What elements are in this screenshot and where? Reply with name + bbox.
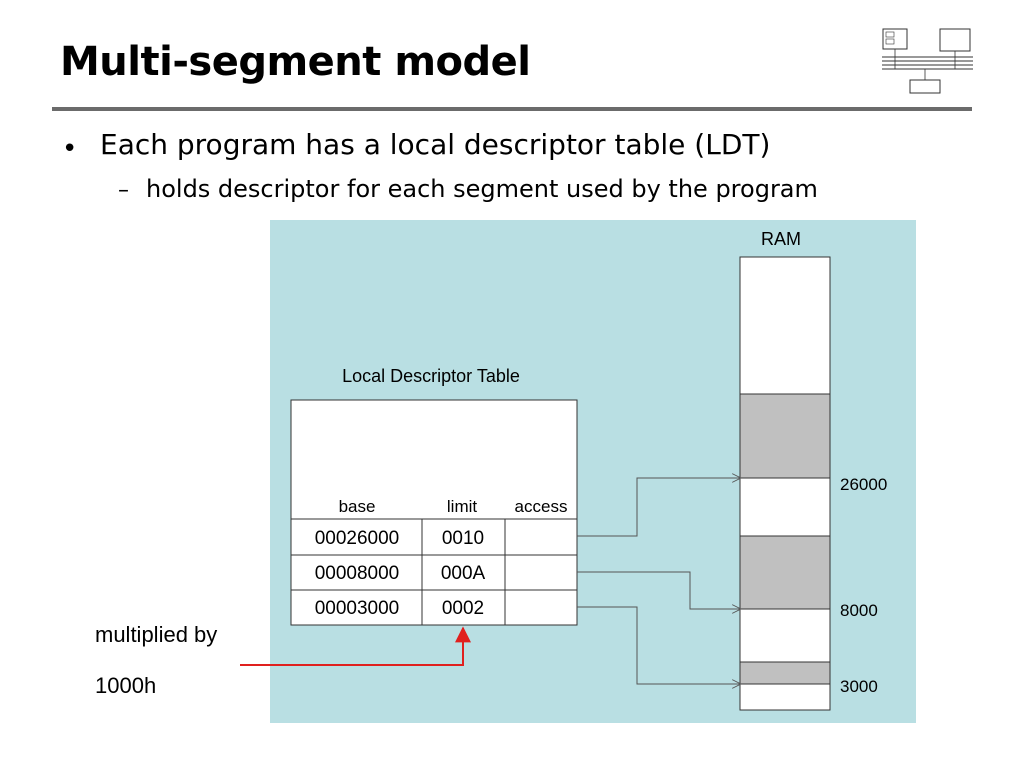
address-label-3000: 3000	[840, 677, 878, 696]
address-label-26000: 26000	[840, 475, 887, 494]
cell-base-row2: 00008000	[315, 563, 400, 584]
bullet-marker: •	[62, 134, 78, 164]
ram-label: RAM	[761, 229, 801, 249]
sub-bullet-marker: –	[118, 178, 129, 203]
column-header-base: base	[339, 497, 376, 516]
sub-bullet-text: holds descriptor for each segment used b…	[146, 175, 818, 203]
column-header-limit: limit	[447, 497, 477, 516]
descriptor-arrow-row3	[577, 606, 740, 684]
address-label-8000: 8000	[840, 601, 878, 620]
cell-base-row3: 00003000	[315, 598, 400, 619]
cell-limit-row1: 0010	[442, 528, 484, 549]
note-line-1: multiplied by	[95, 622, 217, 647]
cell-limit-row3: 0002	[442, 598, 484, 619]
descriptor-arrow-row1	[577, 478, 740, 537]
ldt-table	[290, 399, 578, 626]
note-line-2: 1000h	[95, 673, 156, 698]
bullet-text: Each program has a local descriptor tabl…	[100, 128, 771, 161]
ldt-title: Local Descriptor Table	[342, 366, 520, 386]
title-divider	[52, 107, 972, 111]
cell-base-row1: 00026000	[315, 528, 400, 549]
note-arrow	[240, 626, 471, 666]
cell-limit-row2: 000A	[441, 563, 486, 584]
column-header-access: access	[515, 497, 568, 516]
ram-block	[739, 256, 831, 711]
ram-segment-8000	[739, 535, 831, 610]
ram-segment-3000	[739, 661, 831, 685]
slide-title: Multi-segment model	[60, 39, 531, 85]
descriptor-arrow-row2	[577, 571, 740, 609]
computer-architecture-icon	[880, 26, 975, 96]
ram-segment-26000	[739, 393, 831, 479]
